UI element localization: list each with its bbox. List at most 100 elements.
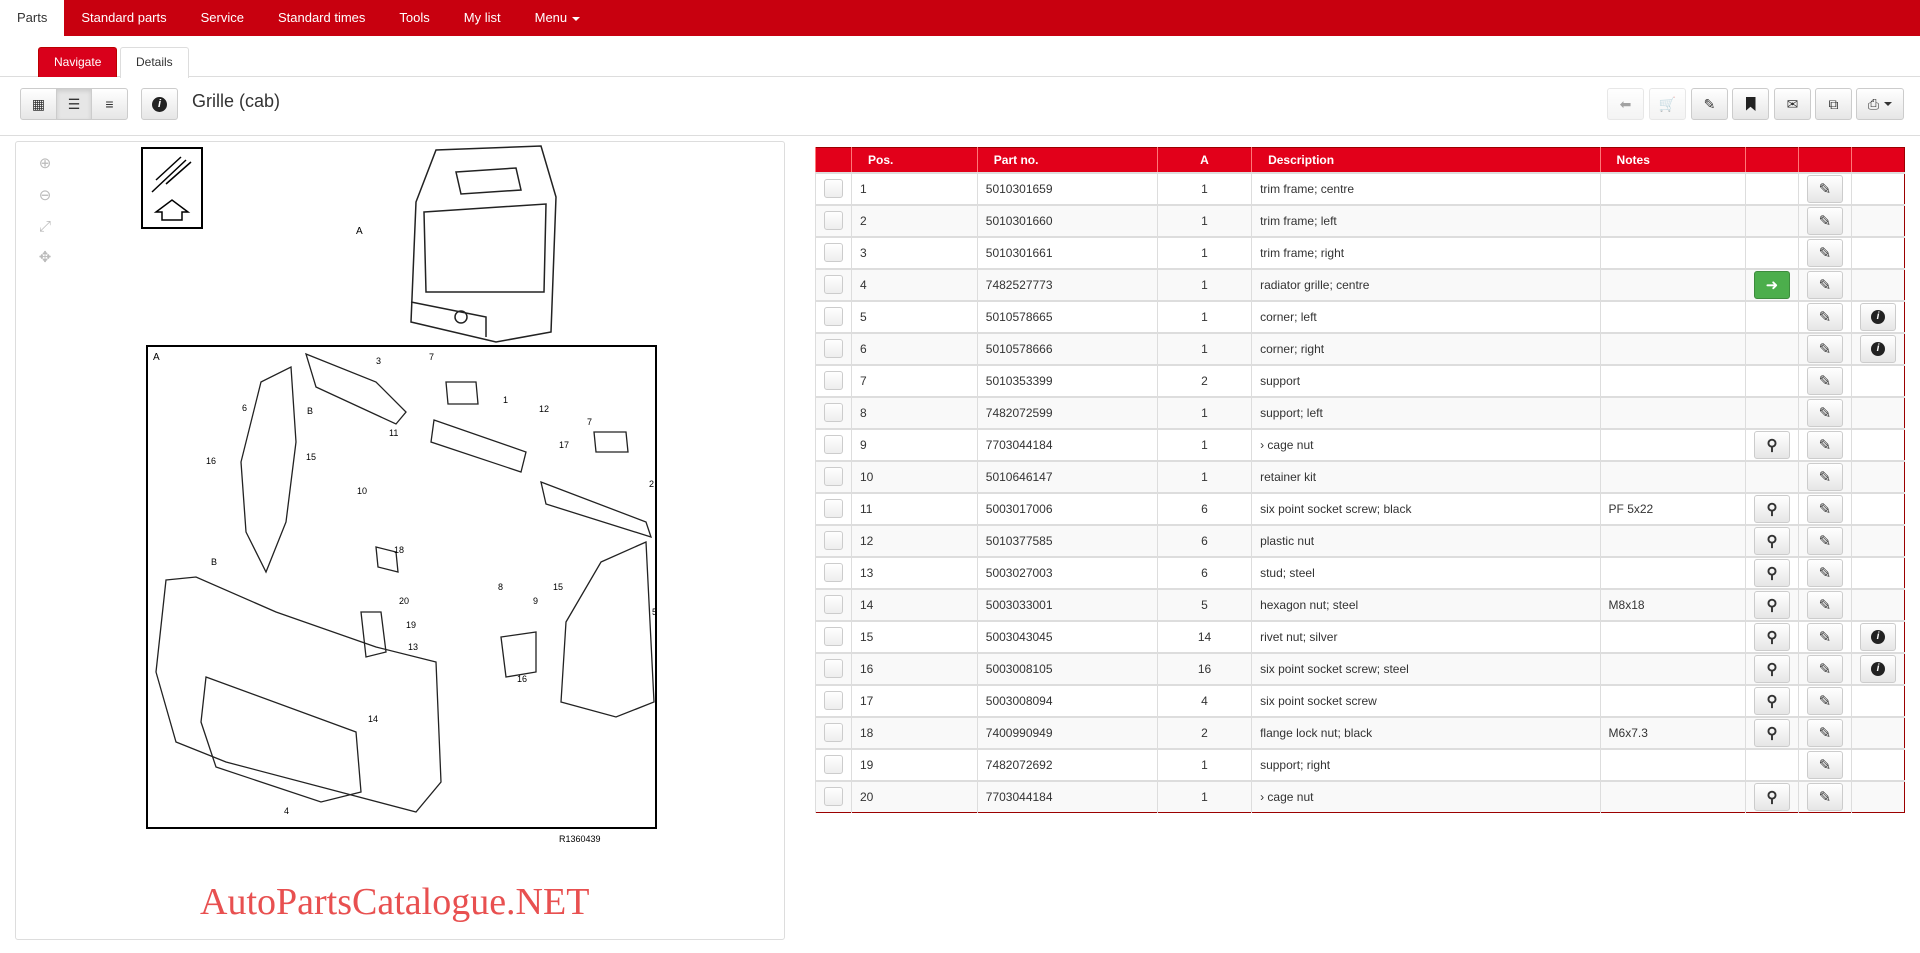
row-checkbox[interactable] [824, 627, 843, 646]
nav-tools[interactable]: Tools [399, 10, 430, 25]
nav-my-list[interactable]: My list [463, 10, 501, 25]
part-no-cell[interactable]: 5003017006 [976, 491, 1158, 525]
row-checkbox[interactable] [824, 723, 843, 742]
callout[interactable]: 15 [306, 452, 316, 462]
tab-navigate[interactable]: Navigate [38, 47, 118, 77]
zoom-in-icon[interactable]: ⊕ [38, 155, 52, 172]
edit-row-button[interactable]: ✎ [1806, 526, 1843, 555]
fastener-button[interactable]: ⚲ [1753, 654, 1790, 683]
row-checkbox[interactable] [824, 659, 843, 678]
row-checkbox[interactable] [824, 403, 843, 422]
callout[interactable]: 7 [429, 352, 434, 362]
callout[interactable]: 3 [376, 356, 381, 366]
info-button[interactable]: i [141, 88, 178, 120]
part-no-cell[interactable]: 5010578665 [976, 299, 1158, 333]
fastener-button[interactable]: ⚲ [1753, 622, 1790, 651]
edit-row-button[interactable]: ✎ [1806, 302, 1843, 331]
fastener-button[interactable]: ⚲ [1753, 558, 1790, 587]
part-no-cell[interactable]: 5010353399 [976, 363, 1158, 397]
info-row-button[interactable]: i [1859, 654, 1896, 683]
callout[interactable]: 10 [357, 486, 367, 496]
edit-row-button[interactable]: ✎ [1806, 334, 1843, 363]
part-no-cell[interactable]: 5003033001 [976, 587, 1158, 621]
row-checkbox[interactable] [824, 755, 843, 774]
edit-row-button[interactable]: ✎ [1806, 430, 1843, 459]
info-row-button[interactable]: i [1859, 622, 1896, 651]
nav-standard-parts[interactable]: Standard parts [81, 10, 167, 25]
callout[interactable]: 20 [399, 596, 409, 606]
edit-row-button[interactable]: ✎ [1806, 718, 1843, 747]
edit-row-button[interactable]: ✎ [1806, 782, 1843, 811]
callout[interactable]: 12 [539, 404, 549, 414]
fastener-button[interactable]: ⚲ [1753, 718, 1790, 747]
row-checkbox[interactable] [824, 339, 843, 358]
edit-row-button[interactable]: ✎ [1806, 270, 1843, 299]
part-no-header[interactable]: Part no. [976, 147, 1158, 173]
callout[interactable]: 17 [559, 440, 569, 450]
part-no-cell[interactable]: 5010646147 [976, 459, 1158, 493]
row-checkbox[interactable] [824, 275, 843, 294]
row-checkbox[interactable] [824, 435, 843, 454]
part-no-cell[interactable]: 7703044184 [976, 779, 1158, 813]
info-row-button[interactable]: i [1859, 334, 1896, 363]
edit-row-button[interactable]: ✎ [1806, 398, 1843, 427]
part-no-cell[interactable]: 5010377585 [976, 523, 1158, 557]
row-checkbox[interactable] [824, 307, 843, 326]
callout[interactable]: 5 [652, 607, 657, 617]
copy-button[interactable]: ⧉ [1815, 88, 1852, 120]
tab-details[interactable]: Details [120, 47, 189, 78]
zoom-out-icon[interactable]: ⊖ [38, 187, 52, 204]
part-no-cell[interactable]: 5003008105 [976, 651, 1158, 685]
compact-view-button[interactable]: ≡ [91, 88, 128, 120]
callout[interactable]: 7 [587, 417, 592, 427]
part-no-cell[interactable]: 5003008094 [976, 683, 1158, 717]
edit-row-button[interactable]: ✎ [1806, 462, 1843, 491]
fastener-button[interactable]: ⚲ [1753, 782, 1790, 811]
fastener-button[interactable]: ⚲ [1753, 494, 1790, 523]
callout[interactable]: 2 [649, 479, 654, 489]
part-no-cell[interactable]: 7703044184 [976, 427, 1158, 461]
pan-icon[interactable]: ✥ [38, 249, 52, 266]
info-row-button[interactable]: i [1859, 302, 1896, 331]
nav-standard-times[interactable]: Standard times [277, 10, 366, 25]
fit-screen-icon[interactable]: ⤢ [38, 217, 51, 235]
callout[interactable]: 6 [242, 403, 247, 413]
nav-menu-dropdown[interactable]: Menu [518, 0, 598, 36]
row-checkbox[interactable] [824, 691, 843, 710]
callout[interactable]: 14 [368, 714, 378, 724]
nav-parts[interactable]: Parts [0, 0, 65, 36]
callout[interactable]: 16 [206, 456, 216, 466]
edit-row-button[interactable]: ✎ [1806, 622, 1843, 651]
edit-row-button[interactable]: ✎ [1806, 494, 1843, 523]
callout[interactable]: 8 [498, 582, 503, 592]
callout[interactable]: 15 [553, 582, 563, 592]
edit-row-button[interactable]: ✎ [1806, 654, 1843, 683]
fastener-button[interactable]: ⚲ [1753, 686, 1790, 715]
callout[interactable]: 19 [406, 620, 416, 630]
callout[interactable]: 13 [408, 642, 418, 652]
row-checkbox[interactable] [824, 211, 843, 230]
callout[interactable]: 1 [503, 395, 508, 405]
edit-row-button[interactable]: ✎ [1806, 590, 1843, 619]
callout[interactable]: 18 [394, 545, 404, 555]
part-no-cell[interactable]: 7482527773 [976, 267, 1158, 301]
print-dropdown-button[interactable]: ⎙ [1856, 88, 1904, 120]
callout[interactable]: 11 [389, 428, 398, 438]
callout[interactable]: 4 [284, 806, 289, 816]
